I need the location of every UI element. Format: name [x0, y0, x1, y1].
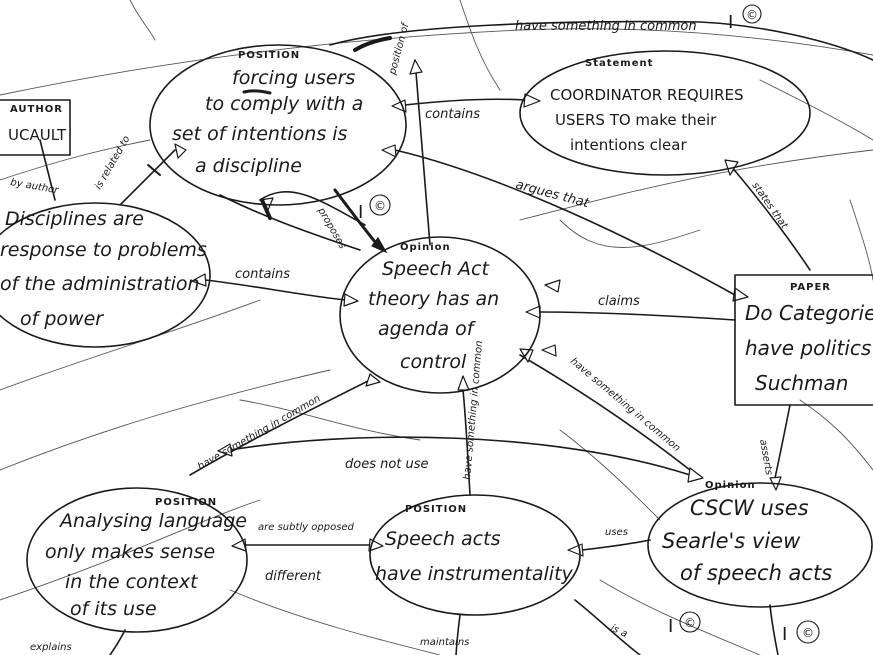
- position-top-line-3: set of intentions is: [172, 123, 348, 145]
- speech-act-line-3: agenda of: [378, 318, 477, 340]
- tag-position-analysing: POSITION: [155, 497, 217, 508]
- node-speech-acts-shape: [369, 494, 581, 616]
- speech-act-line-4: control: [400, 351, 467, 373]
- paper-line-1: Do Categories: [745, 301, 873, 325]
- tag-opinion-cscw: Opinion: [705, 480, 756, 491]
- speech-acts-line-2: have instrumentality: [375, 563, 574, 585]
- label-is-a: is a: [609, 623, 629, 640]
- i-mark-bottom-right: I: [782, 624, 787, 645]
- cscw-line-3: of speech acts: [680, 561, 832, 585]
- label-are-subtly-opposed: are subtly opposed: [258, 522, 355, 533]
- copyright-top: ©: [746, 8, 758, 22]
- label-claims: claims: [598, 294, 640, 309]
- i-mark-bottom: I: [668, 616, 673, 637]
- disciplines-line-3: of the administration: [0, 273, 200, 295]
- statement-line-1: COORDINATOR REQUIRES: [550, 86, 744, 104]
- disciplines-line-1: Disciplines are: [5, 208, 144, 230]
- node-speech-act-shape: [339, 236, 541, 394]
- node-statement-shape: [519, 50, 811, 176]
- label-maintains: maintains: [420, 637, 469, 648]
- tag-position-top: POSITION: [238, 50, 300, 61]
- label-have-something-right: have something in common: [568, 356, 682, 454]
- speech-acts-line-1: Speech acts: [385, 528, 501, 550]
- copyright-mid: ©: [374, 199, 386, 213]
- position-top-line-1: forcing users: [232, 67, 355, 89]
- analysing-line-2: only makes sense: [45, 541, 215, 563]
- node-author-shape: [0, 99, 71, 156]
- node-analysing-shape: [26, 487, 248, 633]
- node-texts: forcing users to comply with a set of in…: [0, 67, 873, 620]
- analysing-line-3: in the context: [65, 571, 199, 593]
- statement-line-2: USERS TO make their: [555, 111, 717, 129]
- label-have-something: have something in common: [515, 19, 697, 34]
- label-does-not-use: does not use: [345, 457, 429, 472]
- node-cscw-shape: [647, 482, 873, 608]
- position-top-line-4: a discipline: [195, 155, 302, 177]
- tag-opinion-speech: Opinion: [400, 242, 451, 253]
- paper-line-3: Suchman: [755, 371, 848, 395]
- paper-line-2: have politics: [745, 336, 871, 360]
- i-mark-mid: I: [358, 202, 363, 223]
- label-is-related-to: is related to: [93, 134, 133, 191]
- label-explains: explains: [30, 642, 72, 653]
- disciplines-line-4: of power: [20, 308, 104, 330]
- label-argues-that: argues that: [514, 177, 591, 211]
- author-line-1: UCAULT: [8, 126, 67, 144]
- node-position-top-shape: [149, 44, 407, 206]
- label-have-something-left: have something in common: [196, 393, 322, 472]
- cscw-line-2: Searle's view: [662, 529, 801, 553]
- speech-act-line-2: theory has an: [368, 288, 499, 310]
- analysing-line-1: Analysing language: [58, 510, 247, 532]
- copyright-bottom-right: ©: [802, 626, 814, 640]
- tag-paper: PAPER: [790, 282, 831, 293]
- label-asserts: asserts: [757, 439, 774, 476]
- position-top-line-2: to comply with a: [205, 93, 363, 115]
- tag-author: AUTHOR: [10, 104, 63, 115]
- i-mark-top: I: [728, 12, 733, 33]
- label-position-of: position of: [387, 21, 412, 77]
- node-tags: POSITION Statement AUTHOR Opinion PAPER …: [10, 50, 831, 515]
- label-states-that: states that: [750, 180, 791, 231]
- tag-position-speech-acts: POSITION: [405, 504, 467, 515]
- pen-scribbles: [147, 36, 392, 220]
- label-different: different: [265, 569, 322, 584]
- cscw-line-1: CSCW uses: [690, 496, 809, 520]
- label-contains: contains: [425, 107, 480, 122]
- label-by-author: by author: [9, 177, 59, 196]
- node-shapes: [0, 44, 873, 633]
- label-contains-left: contains: [235, 267, 290, 282]
- statement-line-3: intentions clear: [570, 136, 687, 154]
- arrowheads: [174, 59, 782, 557]
- ic-marks: I © I © I © I ©: [358, 4, 820, 645]
- disciplines-line-2: response to problems: [0, 239, 207, 261]
- tag-statement: Statement: [585, 58, 653, 69]
- node-disciplines-shape: [0, 202, 211, 348]
- analysing-line-4: of its use: [70, 598, 157, 620]
- speech-act-line-1: Speech Act: [382, 258, 490, 280]
- node-paper-shape: [734, 274, 873, 406]
- copyright-bottom: ©: [684, 616, 696, 630]
- label-uses: uses: [605, 527, 628, 538]
